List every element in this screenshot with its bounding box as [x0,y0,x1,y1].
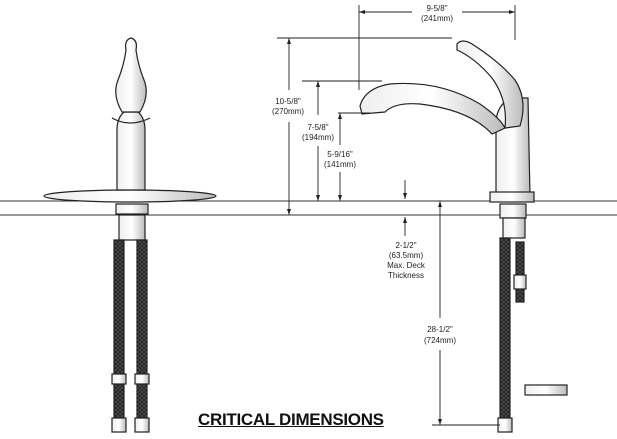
overall-height-imperial: 10-5/8" [275,97,301,106]
spout-height-imperial: 7-5/8" [307,123,328,132]
deck-thickness-imperial: 2-1/2" [395,241,416,250]
dimension-arrows [287,10,515,425]
spout-reach-imperial: 9-5/8" [426,4,447,13]
spout-height-metric: (194mm) [302,133,334,142]
deck-thickness-note1: Max. Deck [387,261,426,270]
spout-clearance-metric: (141mm) [324,160,356,169]
hose-length-imperial: 28-1/2" [427,325,453,334]
spout-reach-metric: (241mm) [421,14,453,23]
faucet-side-view [359,40,568,433]
deck-thickness-metric: (63.5mm) [389,251,424,260]
deck-thickness-note2: Thickness [388,271,424,280]
hose-length-metric: (724mm) [424,336,456,345]
diagram-title: CRITICAL DIMENSIONS [198,410,384,429]
overall-height-metric: (270mm) [272,107,304,116]
spout-clearance-imperial: 5-9/16" [327,150,353,159]
dimension-labels: 9-5/8" (241mm) 10-5/8" (270mm) 7-5/8" (1… [272,4,456,345]
faucet-front-view [43,37,217,433]
